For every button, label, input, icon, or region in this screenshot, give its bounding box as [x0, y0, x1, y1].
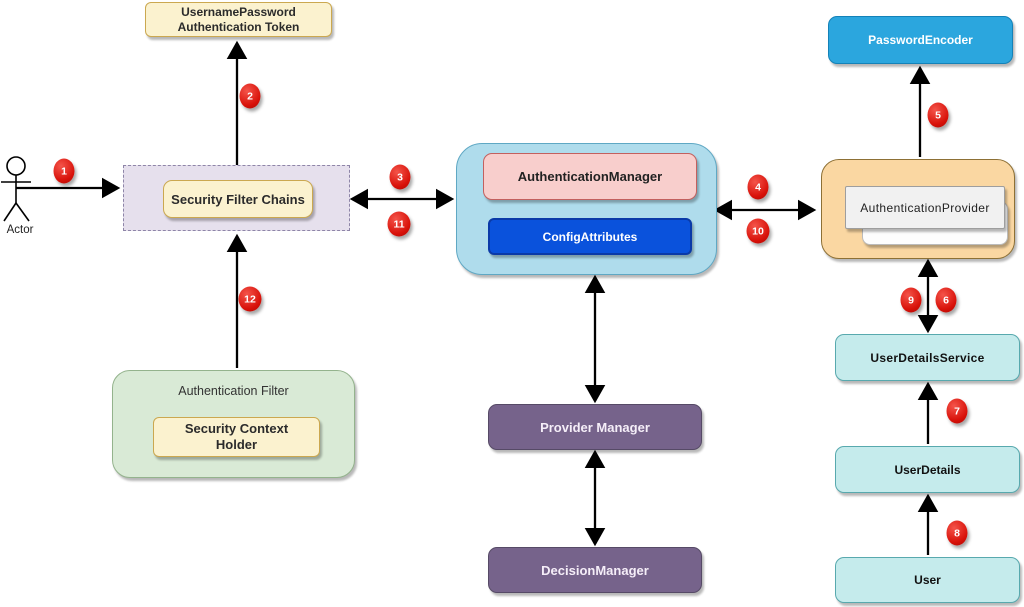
step-6-badge: 6	[935, 287, 957, 313]
security-context-holder-node: Security Context Holder	[153, 417, 320, 457]
authentication-provider-node: AuthenticationProvider	[845, 186, 1005, 229]
actor-label: Actor	[6, 224, 34, 236]
sch-label-line1: Security Context	[184, 420, 289, 436]
step-10-badge: 10	[746, 218, 770, 244]
sch-label-line2: Holder	[215, 437, 258, 452]
step-9-badge: 9	[900, 287, 922, 313]
step-7-badge: 7	[946, 398, 968, 424]
step-5-badge: 5	[927, 102, 949, 128]
step-1-badge: 1	[53, 158, 75, 184]
provider-manager-node: Provider Manager	[488, 404, 702, 450]
username-password-token-node: UsernamePassword Authentication Token	[145, 2, 332, 37]
authentication-filter-label: Authentication Filter	[178, 384, 289, 398]
password-encoder-node: PasswordEncoder	[828, 16, 1013, 64]
token-label-line1: UsernamePassword	[181, 4, 296, 19]
step-11-badge: 11	[387, 211, 411, 237]
user-details-node: UserDetails	[835, 446, 1020, 493]
user-details-service-node: UserDetailsService	[835, 334, 1020, 381]
token-label-line2: Authentication Token	[177, 19, 300, 34]
step-4-badge: 4	[747, 174, 769, 200]
decision-manager-node: DecisionManager	[488, 547, 702, 593]
user-node: User	[835, 557, 1020, 603]
step-12-badge: 12	[238, 286, 262, 312]
actor-figure	[1, 156, 31, 222]
step-8-badge: 8	[946, 520, 968, 546]
config-attributes-node: ConfigAttributes	[488, 218, 692, 255]
authentication-manager-node: AuthenticationManager	[483, 153, 697, 200]
step-3-badge: 3	[389, 164, 411, 190]
security-filter-chains-node: Security Filter Chains	[163, 180, 313, 218]
step-2-badge: 2	[239, 83, 261, 109]
